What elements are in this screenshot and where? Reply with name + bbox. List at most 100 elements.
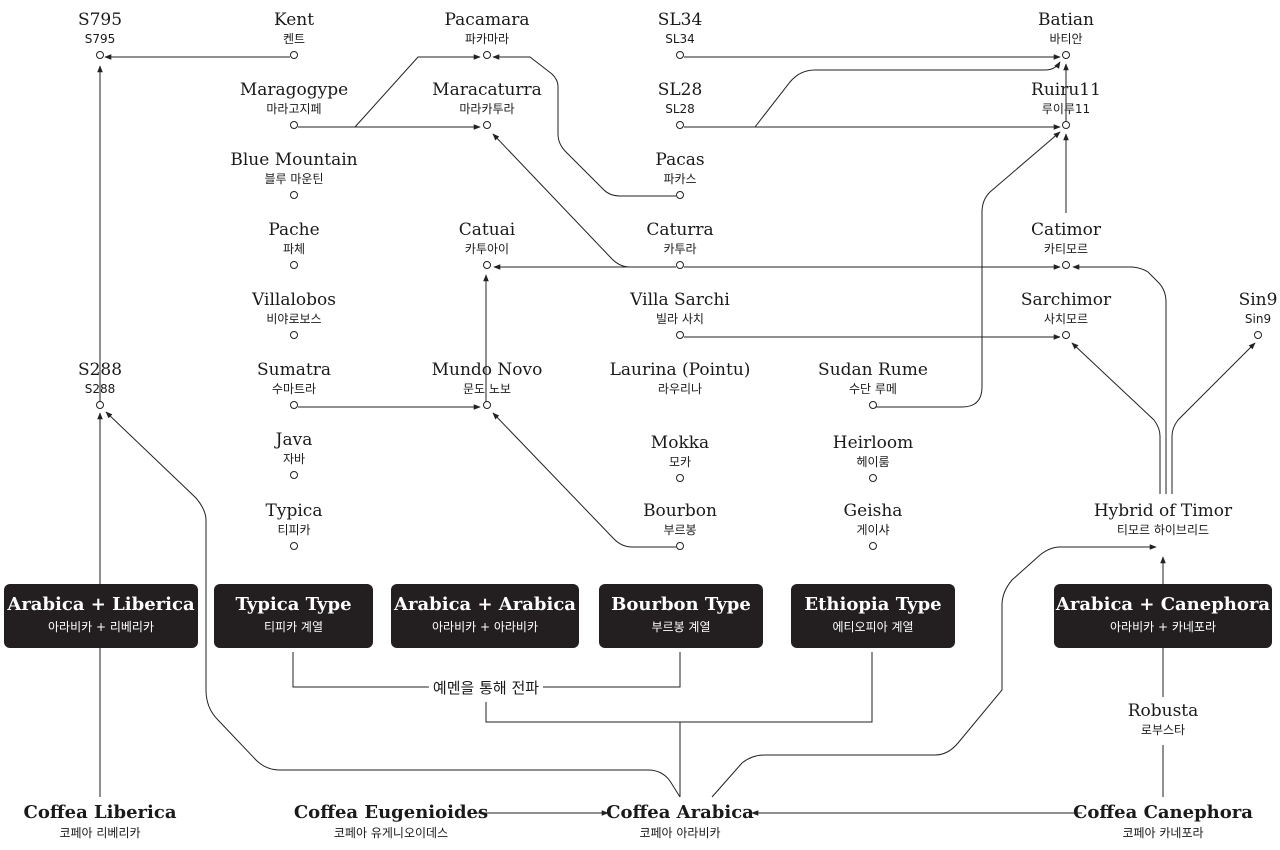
node-dot bbox=[1062, 51, 1070, 59]
node-dot bbox=[290, 542, 298, 550]
node-dot bbox=[869, 542, 877, 550]
node-label-ko: Sin9 bbox=[1244, 312, 1272, 326]
node-label-ko: 코페아 아라비카 bbox=[639, 826, 721, 840]
node-label-ko: 카투라 bbox=[663, 242, 697, 256]
node-label: Catimor bbox=[1031, 220, 1101, 240]
node-label: Mokka bbox=[650, 433, 710, 453]
node-dot bbox=[290, 401, 298, 409]
group-subtitle: 아라비카 + 아라비카 bbox=[431, 620, 538, 634]
node-label: S795 bbox=[77, 10, 123, 30]
group-subtitle: 티피카 계열 bbox=[263, 620, 323, 634]
node-coffea-canephora: Coffea Canephora 코페아 카네포라 bbox=[1063, 802, 1263, 840]
edge-sl28-batian bbox=[754, 61, 1061, 128]
node-label: Java bbox=[275, 430, 313, 450]
node-label-ko: 파카마라 bbox=[464, 32, 510, 46]
node-label: Sarchimor bbox=[1020, 290, 1112, 310]
node-label-ko: 켄트 bbox=[282, 32, 306, 46]
edge-spread-bracket bbox=[485, 652, 873, 723]
node-label: Pacamara bbox=[444, 10, 530, 30]
node-dot bbox=[676, 331, 684, 339]
node-coffea-eugenioides: Coffea Eugenioides 코페아 유게니오이데스 bbox=[271, 802, 511, 840]
node-label-ko: 티모르 하이브리드 bbox=[1116, 523, 1210, 537]
node-label: Kent bbox=[273, 10, 315, 30]
node-dot bbox=[676, 191, 684, 199]
node-label-ko: 수단 루메 bbox=[849, 382, 897, 396]
edge-arabica-s288 bbox=[105, 411, 681, 798]
node-label: Batian bbox=[1038, 10, 1094, 30]
node-dot bbox=[483, 401, 491, 409]
group-title: Arabica + Canephora bbox=[1055, 594, 1271, 615]
group-subtitle: 에티오피아 계열 bbox=[832, 620, 914, 634]
edge-arabica-hybrid bbox=[711, 544, 1157, 798]
node-sudan-rume: Sudan Rume 수단 루메 bbox=[773, 362, 973, 409]
node-dot bbox=[290, 261, 298, 269]
node-dot bbox=[290, 331, 298, 339]
node-dot bbox=[869, 401, 877, 409]
node-label: Blue Mountain bbox=[230, 150, 358, 170]
group-title: Arabica + Liberica bbox=[7, 594, 195, 615]
node-label: Catuai bbox=[458, 220, 516, 240]
node-label: Coffea Canephora bbox=[1073, 802, 1253, 823]
group-subtitle: 부르봉 계열 bbox=[651, 620, 711, 634]
node-label: Coffea Arabica bbox=[606, 802, 754, 823]
node-label: Sudan Rume bbox=[818, 360, 928, 380]
node-label-ko: 코페아 카네포라 bbox=[1122, 826, 1204, 840]
node-label-ko: 게이샤 bbox=[856, 523, 890, 537]
node-dot bbox=[869, 474, 877, 482]
node-java: Java 자바 bbox=[194, 432, 394, 479]
node-dot bbox=[96, 401, 104, 409]
node-kent: Kent 켄트 bbox=[194, 12, 394, 59]
node-label-ko: 자바 bbox=[282, 452, 306, 466]
node-pacamara: Pacamara 파카마라 bbox=[387, 12, 587, 59]
node-label-ko: 마라고지페 bbox=[266, 102, 322, 116]
node-label: Mundo Novo bbox=[431, 360, 543, 380]
group-box-ethiopia-type: Ethiopia Type 에티오피아 계열 bbox=[791, 584, 955, 648]
node-label: Coffea Eugenioides bbox=[293, 802, 489, 823]
node-label: Villalobos bbox=[252, 290, 336, 310]
node-label: Coffea Liberica bbox=[23, 802, 177, 823]
node-label-ko: 사치모르 bbox=[1043, 312, 1089, 326]
spread-via-yemen-label: 예멘을 통해 전파 bbox=[428, 677, 544, 698]
node-dot bbox=[1062, 331, 1070, 339]
node-dot bbox=[96, 51, 104, 59]
group-subtitle: 아라비카 + 카네포라 bbox=[1109, 620, 1216, 634]
node-label-ko: 카티모르 bbox=[1043, 242, 1089, 256]
node-dot bbox=[676, 542, 684, 550]
node-label-ko: 코페아 유게니오이데스 bbox=[333, 826, 449, 840]
node-dot bbox=[676, 474, 684, 482]
group-box-arabica-canephora: Arabica + Canephora 아라비카 + 카네포라 bbox=[1054, 584, 1272, 648]
edge-maragogype-pacamara bbox=[354, 54, 481, 128]
edge-pacas-pacamara bbox=[492, 54, 676, 197]
group-title: Ethiopia Type bbox=[804, 594, 942, 615]
edge-hybrid-catimor bbox=[1072, 264, 1167, 494]
node-label: Ruiru11 bbox=[1031, 80, 1101, 100]
node-catimor: Catimor 카티모르 bbox=[966, 222, 1166, 269]
node-label-ko: 비야로보스 bbox=[266, 312, 322, 326]
edge-sudanrume-ruiru bbox=[876, 131, 1061, 408]
node-label: Robusta bbox=[1127, 701, 1199, 721]
edge-bourbon-mundonovo bbox=[492, 412, 676, 548]
node-label-ko: 빌라 사치 bbox=[656, 312, 704, 326]
node-laurina: Laurina (Pointu)라우리나 bbox=[580, 362, 780, 396]
node-label: Pache bbox=[268, 220, 320, 240]
node-label-ko: 수마트라 bbox=[271, 382, 317, 396]
node-dot bbox=[290, 121, 298, 129]
